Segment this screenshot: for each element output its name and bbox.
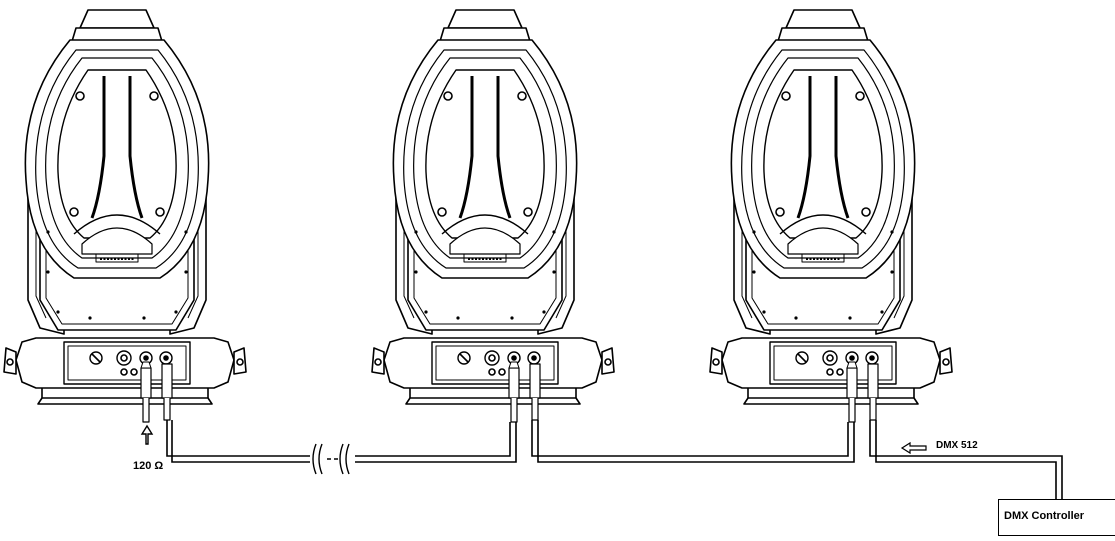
dmx-signal-label: DMX 512	[936, 440, 978, 451]
dmx-cable	[166, 420, 1063, 499]
fixture-1	[2, 8, 248, 424]
fixture-3	[708, 8, 954, 424]
fixture-2	[370, 8, 616, 424]
terminator-label: 120 Ω	[133, 460, 164, 472]
signal-arrow-icon	[900, 441, 927, 455]
dmx-controller-box: DMX Controller	[998, 499, 1115, 536]
dmx-controller-label: DMX Controller	[1004, 510, 1085, 522]
terminator-arrow-icon	[140, 424, 154, 445]
cable-break-icon	[312, 443, 350, 475]
